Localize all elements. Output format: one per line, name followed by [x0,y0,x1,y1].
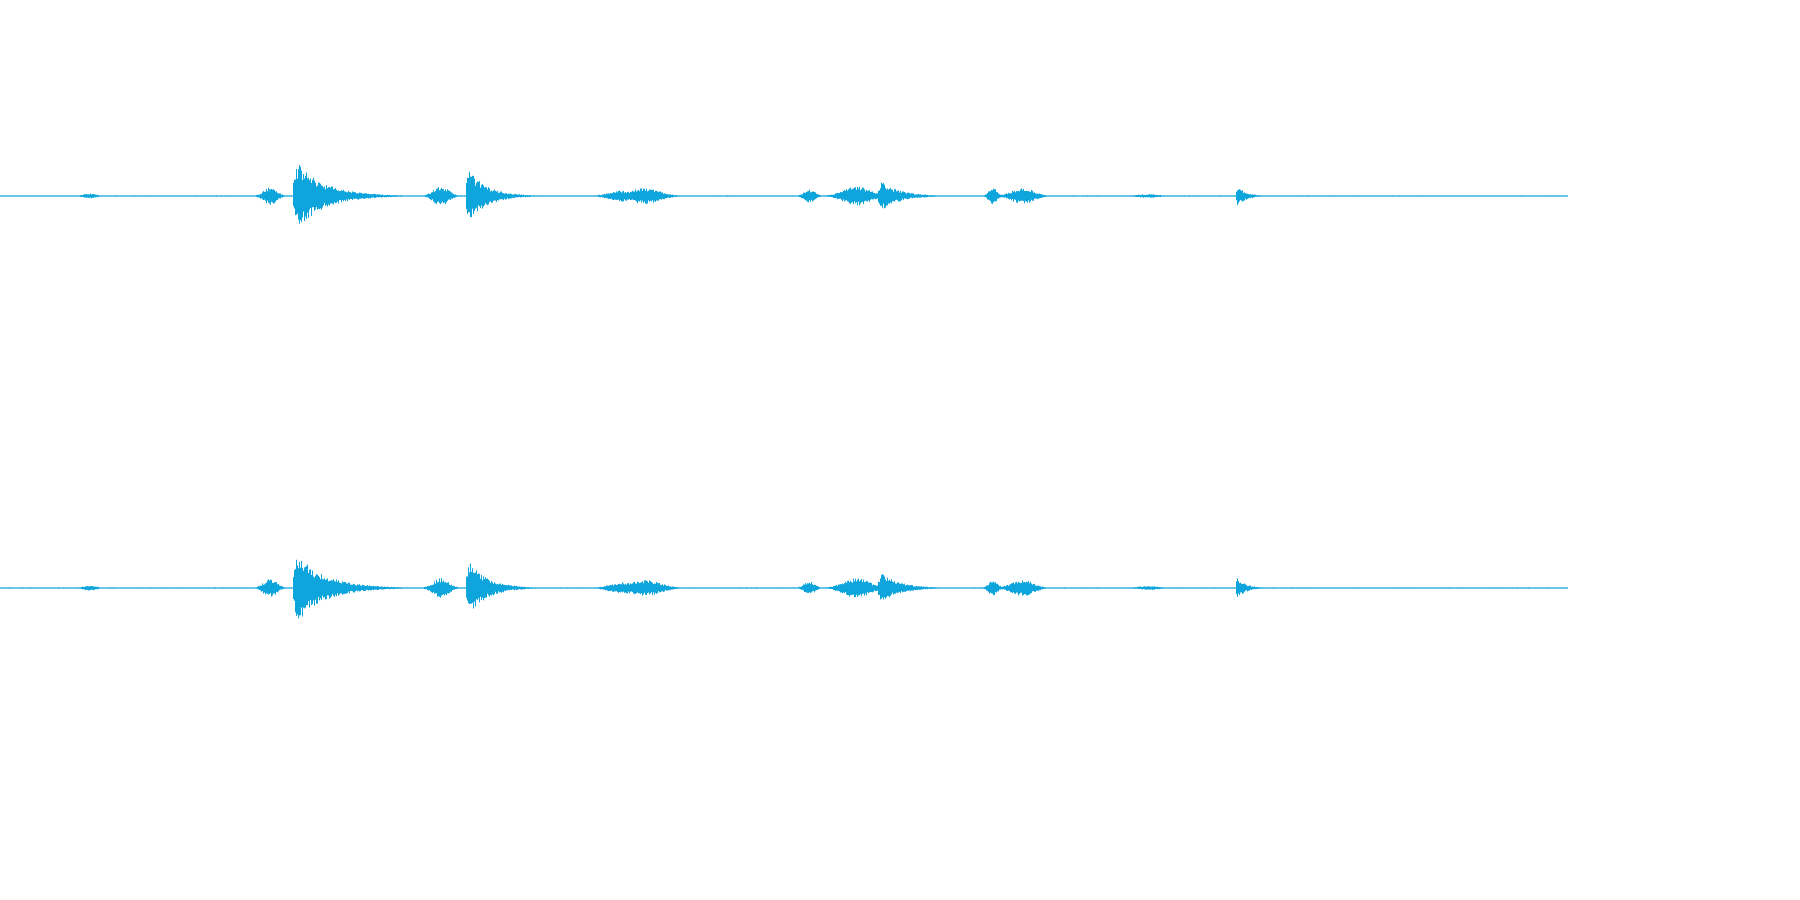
waveform-signal [0,165,1568,224]
waveform-channel-right [0,559,1568,619]
waveform-signal [0,559,1568,619]
waveform-canvas[interactable] [0,0,1568,784]
waveform-channel-left [0,165,1568,224]
